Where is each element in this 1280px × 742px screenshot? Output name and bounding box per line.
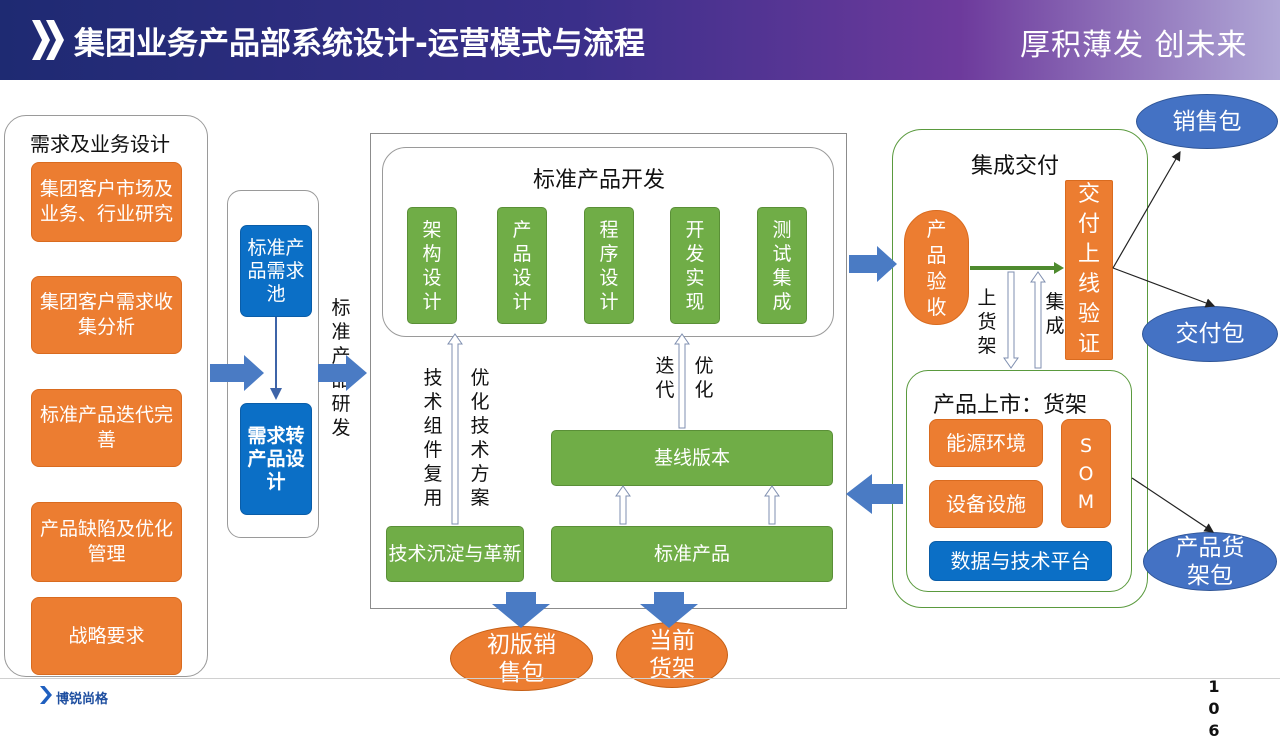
arrow-up-tech — [447, 333, 463, 525]
arrow-up-std-right — [764, 485, 780, 525]
page-title: 集团业务产品部系统设计-运营模式与流程 — [74, 26, 645, 62]
integration-title: 集成交付 — [971, 154, 1060, 179]
demand-item-market-research: 集团客户市场及业务、行业研究 — [31, 162, 182, 242]
shelf-platform: 数据与技术平台 — [929, 541, 1112, 581]
dev-title: 标准产品开发 — [533, 168, 666, 193]
arrow-down-first-sales — [492, 592, 550, 628]
brand-logo-icon — [40, 686, 52, 704]
baseline-version: 基线版本 — [551, 430, 833, 486]
step-architecture-design: 架构设计 — [407, 207, 457, 324]
header-bar — [0, 0, 1280, 80]
label-optimize-tech: 优化技术方案 — [470, 367, 490, 509]
label-integrate: 集成 — [1045, 291, 1065, 337]
arrow-up-iterate — [674, 333, 690, 429]
arrow-up-std-left — [615, 485, 631, 525]
requirement-pool: 标准产品需求池 — [240, 225, 312, 317]
market-title: 产品上市：货架 — [933, 393, 1088, 418]
product-acceptance: 产品验收 — [904, 210, 969, 325]
shelf-equipment: 设备设施 — [929, 480, 1043, 528]
footer-brand: 博锐尚格 — [56, 692, 109, 707]
step-product-design: 产品设计 — [497, 207, 547, 324]
line-to-sales-package — [1112, 150, 1181, 269]
shelf-som: SOM — [1061, 419, 1111, 528]
tech-innovation: 技术沉淀与革新 — [386, 526, 524, 582]
chevron-logo-icon — [32, 20, 64, 60]
demand-item-strategy: 战略要求 — [31, 597, 182, 675]
arrow-dev-to-integration — [849, 246, 897, 282]
arrow-up-integrate — [1030, 271, 1046, 369]
shelf-energy: 能源环境 — [929, 419, 1043, 467]
requirement-to-design: 需求转产品设计 — [240, 403, 312, 515]
step-implementation: 开发实现 — [670, 207, 720, 324]
step-program-design: 程序设计 — [584, 207, 634, 324]
standard-product: 标准产品 — [551, 526, 833, 582]
arrow-down-on-shelf — [1003, 271, 1019, 369]
sales-package: 销售包 — [1136, 94, 1278, 149]
step-testing-integration: 测试集成 — [757, 207, 807, 324]
connector-layer — [210, 150, 1216, 628]
delivery-package: 交付包 — [1142, 306, 1278, 362]
demand-title: 需求及业务设计 — [30, 132, 170, 156]
footer-line — [0, 678, 1280, 679]
demand-item-defect-management: 产品缺陷及优化管理 — [31, 502, 182, 582]
shelf-package: 产品货架包 — [1143, 532, 1277, 591]
arrow-market-to-dev — [846, 474, 903, 514]
arrow-down-current-shelf — [640, 592, 698, 628]
current-shelf: 当前货架 — [616, 622, 728, 688]
label-tech-reuse: 技术组件复用 — [423, 367, 443, 509]
label-iterate: 迭代 — [655, 355, 675, 401]
arrow-demand-to-pool — [210, 355, 264, 391]
slogan: 厚积薄发 创未来 — [1020, 28, 1248, 63]
label-optimize: 优化 — [694, 355, 714, 401]
delivery-verification: 交付上线验证 — [1065, 180, 1113, 360]
demand-item-requirement-analysis: 集团客户需求收集分析 — [31, 276, 182, 354]
label-on-shelf: 上货架 — [977, 287, 997, 357]
demand-item-iteration: 标准产品迭代完善 — [31, 389, 182, 467]
line-to-shelf-package — [1131, 477, 1214, 533]
arrow-pool-to-dev — [318, 355, 367, 391]
line-to-delivery-package — [1112, 267, 1216, 308]
